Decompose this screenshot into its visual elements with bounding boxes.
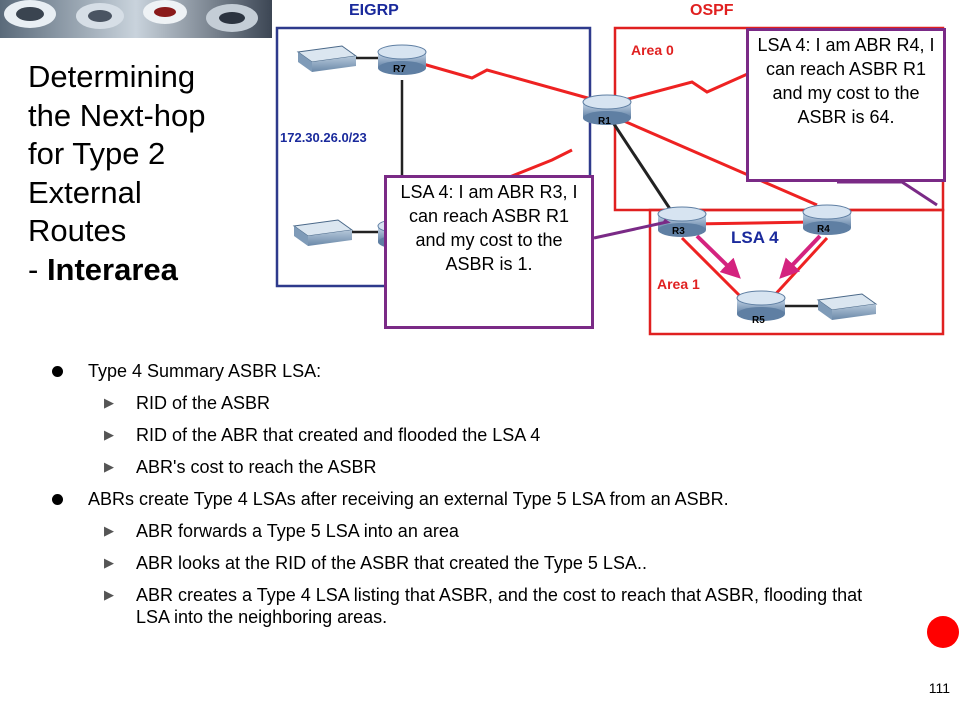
router-r5-icon: R5: [736, 290, 786, 326]
sub-bullet-item: ▶ ABR's cost to reach the ASBR: [50, 456, 890, 478]
sub-bullet-item: ▶ RID of the ASBR: [50, 392, 890, 414]
sub-bullet-item: ▶ ABR forwards a Type 5 LSA into an area: [50, 520, 890, 542]
area-1-label: Area 1: [657, 276, 700, 292]
arrow-bullet-icon: ▶: [104, 523, 114, 538]
arrow-bullet-icon: ▶: [104, 395, 114, 410]
eigrp-label: EIGRP: [349, 2, 399, 19]
title-line-6: - Interarea: [28, 251, 268, 290]
router-r4-icon: R4: [802, 204, 852, 235]
sub-bullet-text: ABR looks at the RID of the ASBR that cr…: [136, 553, 647, 573]
switch-icon: [292, 219, 354, 246]
network-links: [332, 56, 829, 308]
router-r1-label: R1: [598, 116, 611, 127]
arrow-bullet-icon: ▶: [104, 427, 114, 442]
bullet-dot-icon: [52, 366, 63, 377]
link-eigrp-lower: [501, 148, 573, 182]
arrow-bullet-icon: ▶: [104, 555, 114, 570]
area-0-label: Area 0: [631, 42, 674, 58]
switch-icon: [816, 293, 878, 320]
red-dot-marker: [927, 616, 959, 648]
slide-title: Determining the Next-hop for Type 2 Exte…: [28, 58, 268, 289]
bullet-text: ABRs create Type 4 LSAs after receiving …: [88, 489, 729, 509]
link-r1-r4: [616, 116, 818, 207]
router-r7-label: R7: [393, 64, 406, 75]
sub-bullet-text: ABR forwards a Type 5 LSA into an area: [136, 521, 459, 541]
callout-r4: LSA 4: I am ABR R4, I can reach ASBR R1 …: [746, 28, 946, 182]
switch-icon: [296, 45, 358, 72]
sub-bullet-text: RID of the ABR that created and flooded …: [136, 425, 541, 445]
link-r1-r3: [608, 117, 674, 213]
link-r3-r4: [691, 220, 813, 226]
lsa4-label: LSA 4: [731, 228, 779, 247]
arrow-bullet-icon: ▶: [104, 459, 114, 474]
area-1-box: [648, 208, 945, 336]
lsa-arrow-r3: [695, 234, 741, 279]
link-r1-area0: [616, 70, 753, 104]
callout-r3: LSA 4: I am ABR R3, I can reach ASBR R1 …: [384, 175, 594, 329]
title-line-4: External: [28, 174, 142, 210]
network-label: 172.30.26.0/23: [280, 130, 367, 145]
callout-r4-pointer: [837, 180, 938, 207]
router-r3-label: R3: [672, 226, 685, 237]
callout-r3-pointer: [593, 218, 671, 240]
bullet-text: Type 4 Summary ASBR LSA:: [88, 361, 322, 381]
title-bold: Interarea: [46, 251, 178, 287]
router-r5-label: R5: [752, 315, 765, 326]
router-r7-icon: R7: [377, 44, 427, 75]
bullet-item: Type 4 Summary ASBR LSA:: [50, 360, 890, 382]
sub-bullet-item: ▶ RID of the ABR that created and flooded…: [50, 424, 890, 446]
title-line-5: Routes: [28, 213, 127, 248]
bullet-list: Type 4 Summary ASBR LSA: ▶ RID of the ASB…: [50, 360, 890, 638]
bullet-dot-icon: [52, 494, 63, 505]
link-r4-r5: [770, 236, 829, 300]
sub-bullet-text: ABR's cost to reach the ASBR: [136, 457, 377, 477]
sub-bullet-text: RID of the ASBR: [136, 393, 271, 413]
ospf-label: OSPF: [690, 2, 734, 19]
title-line-2: the Next-hop: [28, 97, 206, 133]
router-r1-icon: R1: [582, 94, 632, 127]
lsa-arrow-r4: [779, 234, 822, 279]
router-r3-icon: R3: [657, 206, 707, 237]
sub-bullet-item: ▶ ABR looks at the RID of the ASBR that c…: [50, 552, 890, 574]
sub-bullet-text: ABR creates a Type 4 LSA listing that AS…: [136, 585, 863, 627]
title-prefix: -: [28, 251, 47, 287]
router-r4-label: R4: [817, 224, 830, 235]
sub-bullet-item: ▶ ABR creates a Type 4 LSA listing that A…: [50, 584, 890, 628]
title-line-3: for Type 2: [28, 136, 166, 171]
arrow-bullet-icon: ▶: [104, 587, 114, 602]
title-line-1: Determining: [28, 59, 196, 94]
page-number: 111: [928, 680, 950, 696]
link-r3-r5: [680, 236, 744, 300]
bullet-item: ABRs create Type 4 LSAs after receiving …: [50, 488, 890, 510]
link-r7-r1: [401, 56, 603, 104]
corner-photo: [0, 0, 272, 38]
